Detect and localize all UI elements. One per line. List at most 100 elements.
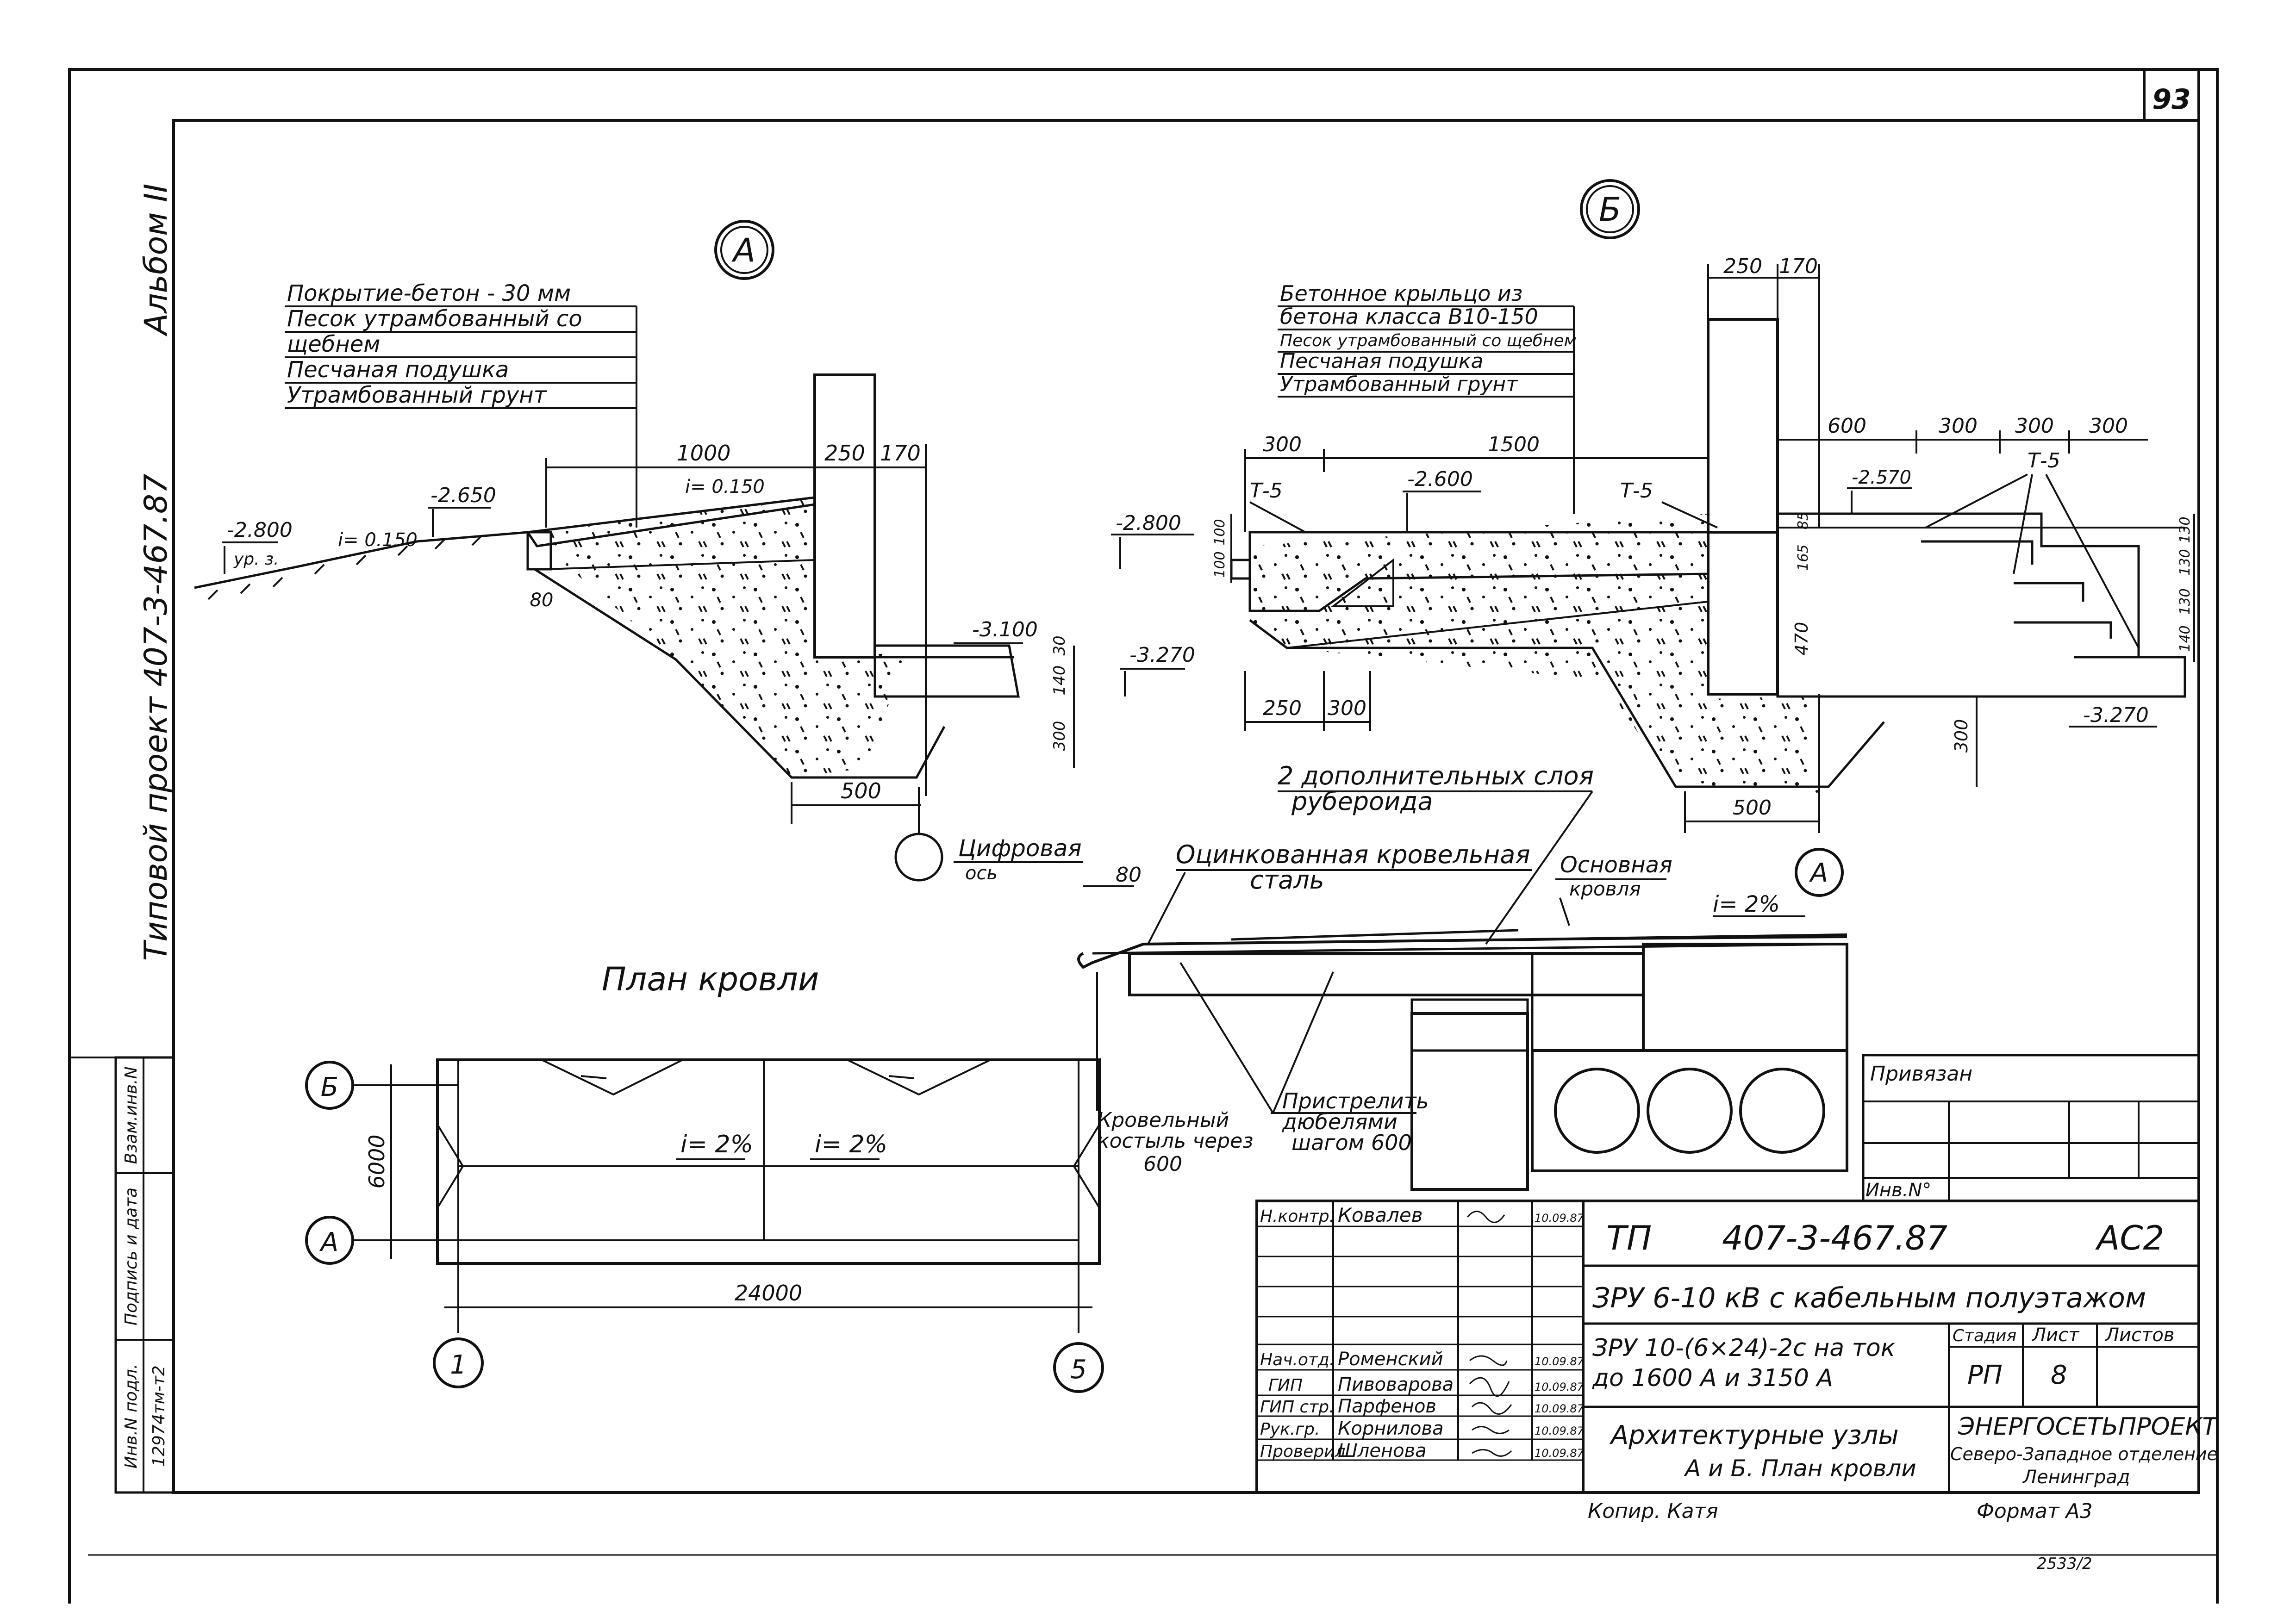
svg-text:10.09.87: 10.09.87 (1535, 1447, 1585, 1460)
svg-text:-2.600: -2.600 (1407, 467, 1473, 491)
svg-text:Листов: Листов (2104, 1325, 2174, 1346)
svg-text:300: 300 (1263, 433, 1302, 456)
svg-text:85: 85 (1795, 512, 1811, 529)
svg-text:i= 0.150: i= 0.150 (685, 476, 765, 497)
svg-text:Цифровая: Цифровая (958, 835, 1082, 862)
svg-text:Ковалев: Ковалев (1338, 1204, 1423, 1226)
svg-text:30: 30 (1050, 635, 1069, 655)
svg-text:i= 2%: i= 2% (815, 1131, 887, 1158)
svg-text:i= 0.150: i= 0.150 (338, 529, 418, 551)
svg-text:-3.100: -3.100 (972, 618, 1038, 641)
svg-text:170: 170 (880, 441, 921, 466)
svg-text:-3.270: -3.270 (2083, 703, 2149, 727)
svg-text:Ленинград: Ленинград (2022, 1467, 2130, 1488)
svg-text:i= 2%: i= 2% (1713, 891, 1780, 917)
stamp-vzam: Взам.инв.N (122, 1066, 141, 1164)
svg-text:Утрамбованный грунт: Утрамбованный грунт (287, 382, 548, 408)
svg-text:ЗРУ 10-(6×24)-2с на ток: ЗРУ 10-(6×24)-2с на ток (1592, 1334, 1896, 1362)
svg-text:600: 600 (1828, 414, 1866, 438)
svg-text:100: 100 (1212, 519, 1228, 545)
section-b: Б Бетонное крыльцо из бетона класса В10-… (1111, 179, 2195, 833)
svg-text:Рук.гр.: Рук.гр. (1260, 1420, 1320, 1439)
svg-text:Покрытие-бетон - 30 мм: Покрытие-бетон - 30 мм (287, 280, 571, 306)
svg-text:170: 170 (1779, 255, 1818, 278)
section-a: А Покрытие-бетон - 30 мм Песок утрамбова… (194, 220, 1195, 824)
svg-text:шагом 600: шагом 600 (1292, 1130, 1412, 1155)
section-a-marker: А (731, 231, 755, 269)
svg-text:8: 8 (2051, 1360, 2067, 1390)
sheet-number: 93 (2152, 83, 2191, 116)
svg-text:Проверил: Проверил (1260, 1442, 1346, 1461)
svg-text:i= 2%: i= 2% (680, 1131, 753, 1158)
svg-text:Т-5: Т-5 (1250, 479, 1283, 503)
roof-detail: 2 дополнительных слоя рубероида Оцинкова… (1077, 761, 1848, 1191)
svg-text:Песок утрамбованный со: Песок утрамбованный со (287, 306, 582, 332)
svg-text:130: 130 (2177, 516, 2193, 543)
personnel-rows: Н.контр. Ковалев 10.09.87 Нач.отд. Ромен… (1260, 1204, 1585, 1461)
digital-axis-note: Цифровая ось (894, 787, 1083, 884)
svg-text:Т-5: Т-5 (1620, 479, 1653, 503)
svg-text:80: 80 (530, 590, 554, 611)
svg-text:Роменский: Роменский (1338, 1349, 1443, 1370)
svg-text:Нач.отд.: Нач.отд. (1260, 1350, 1335, 1369)
svg-text:костыль через: костыль через (1097, 1129, 1254, 1153)
svg-text:250: 250 (1263, 696, 1302, 720)
side-project: Типовой проект 407-3-467.87 (138, 474, 175, 961)
svg-text:-2.800: -2.800 (1116, 511, 1181, 535)
doc-code: 407-3-467.87 (1722, 1219, 1947, 1257)
doc-mark: АС2 (2095, 1219, 2164, 1257)
svg-text:470: 470 (1791, 622, 1812, 656)
svg-text:300: 300 (1328, 696, 1366, 720)
stamp-inv-value: 12974тм-т2 (150, 1365, 168, 1467)
svg-text:-2.570: -2.570 (1852, 467, 1911, 488)
svg-text:500: 500 (841, 778, 881, 803)
doc-code-prefix: ТП (1606, 1219, 1652, 1257)
svg-text:140: 140 (1050, 665, 1069, 696)
svg-text:300: 300 (1050, 721, 1069, 751)
svg-text:ось: ось (965, 863, 998, 884)
svg-text:Пивоварова: Пивоварова (1338, 1374, 1454, 1395)
svg-text:А и Б. План кровли: А и Б. План кровли (1684, 1455, 1916, 1482)
section-b-marker: Б (1599, 191, 1621, 229)
svg-text:10.09.87: 10.09.87 (1535, 1402, 1585, 1415)
svg-text:РП: РП (1967, 1360, 2003, 1390)
stamp-podpis: Подпись и дата (122, 1188, 141, 1325)
svg-text:Б: Б (321, 1072, 338, 1102)
roof-plan: План кровли i= 2% i= 2% Б А 6000 24000 1… (305, 960, 1104, 1393)
svg-text:500: 500 (1733, 796, 1772, 820)
svg-text:6000: 6000 (364, 1134, 389, 1188)
svg-text:300: 300 (2089, 414, 2128, 438)
svg-text:Стадия: Стадия (1953, 1326, 2016, 1345)
svg-text:Н.контр.: Н.контр. (1260, 1207, 1335, 1226)
svg-text:10.09.87: 10.09.87 (1535, 1355, 1585, 1368)
svg-text:130: 130 (2177, 549, 2193, 575)
svg-text:300: 300 (1939, 414, 1978, 438)
project-title: ЗРУ 6-10 кВ с кабельным полуэтажом (1592, 1282, 2146, 1314)
svg-text:5: 5 (1070, 1355, 1087, 1385)
side-album: Альбом II (138, 184, 175, 337)
svg-text:Бетонное крыльцо из: Бетонное крыльцо из (1280, 281, 1522, 306)
archive-number: 2533/2 (2037, 1555, 2092, 1573)
svg-text:Парфенов: Парфенов (1338, 1396, 1436, 1417)
svg-text:бетона класса В10-150: бетона класса В10-150 (1280, 304, 1538, 329)
title-block: Привязан Инв.N° Н.контр. Ковалев 10.09.8… (1255, 1054, 2219, 1494)
side-stamp: Взам.инв.N Подпись и дата Инв.N подл. 12… (114, 1056, 175, 1494)
svg-text:Песок утрамбованный со щебнем: Песок утрамбованный со щебнем (1280, 331, 1577, 350)
svg-text:1000: 1000 (676, 441, 730, 466)
svg-text:кровля: кровля (1569, 877, 1641, 900)
svg-text:Песчаная подушка: Песчаная подушка (287, 357, 509, 383)
section-a-layer-list: Покрытие-бетон - 30 мм Песок утрамбованн… (285, 280, 637, 528)
svg-text:ур. з.: ур. з. (233, 550, 279, 569)
svg-text:140: 140 (2177, 625, 2193, 652)
format: Формат А3 (1977, 1499, 2093, 1523)
svg-text:до 1600 А и 3150 А: до 1600 А и 3150 А (1592, 1364, 1833, 1392)
svg-text:100: 100 (1212, 551, 1228, 578)
svg-text:-2.800: -2.800 (227, 518, 293, 542)
section-b-layer-list: Бетонное крыльцо из бетона класса В10-15… (1278, 281, 1577, 514)
svg-text:Утрамбованный грунт: Утрамбованный грунт (1280, 373, 1518, 396)
svg-text:1500: 1500 (1488, 433, 1540, 456)
svg-text:Кровельный: Кровельный (1097, 1108, 1229, 1132)
svg-text:165: 165 (1795, 544, 1811, 571)
svg-text:Пристрелить: Пристрелить (1282, 1088, 1429, 1113)
